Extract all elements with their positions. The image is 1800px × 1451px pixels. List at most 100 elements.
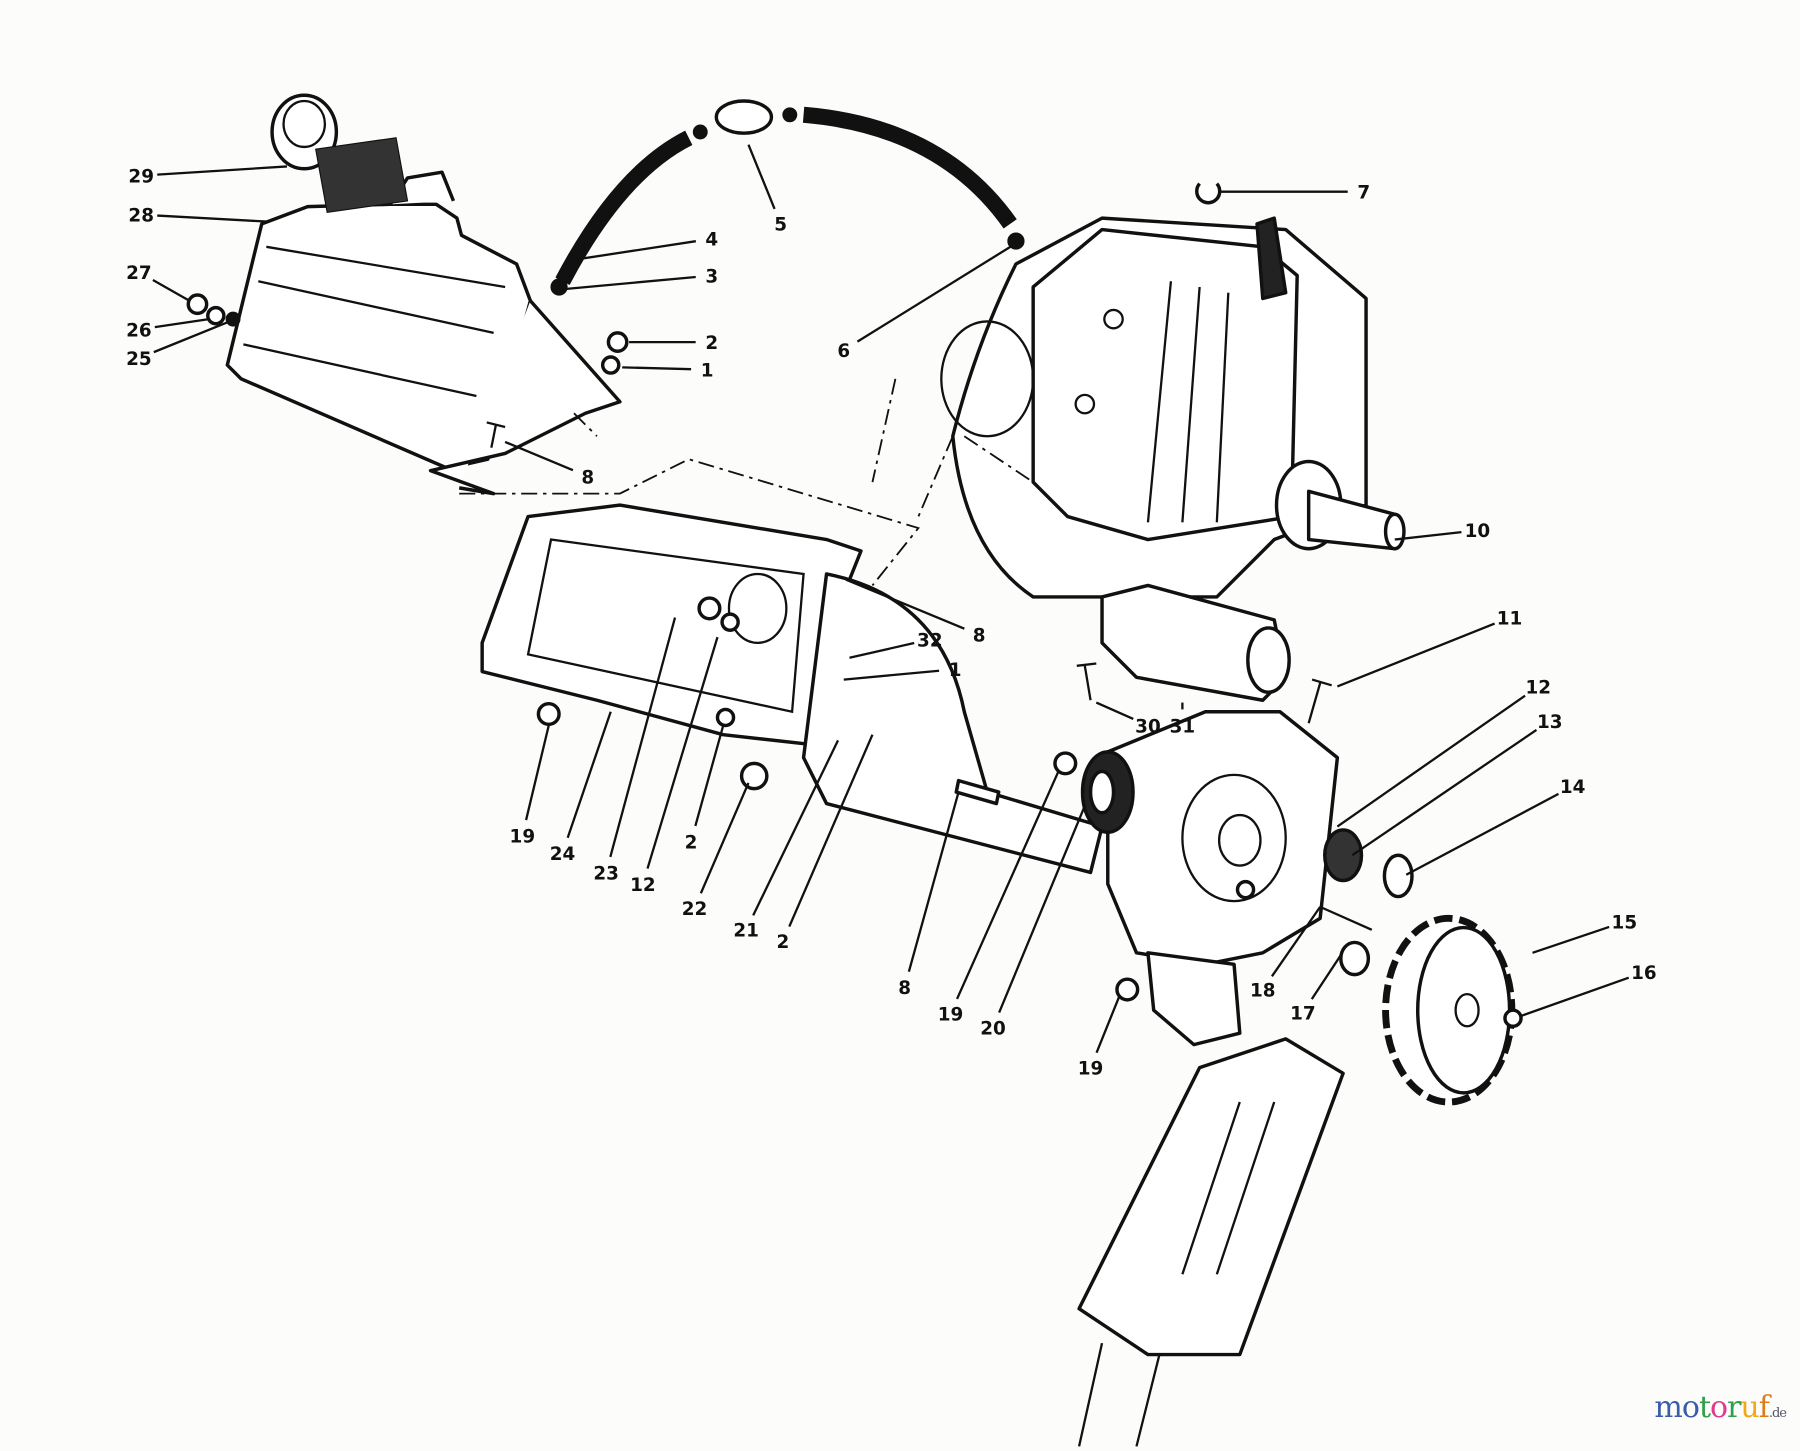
watermark-letter: o xyxy=(1681,1390,1700,1425)
leader-line xyxy=(1520,976,1630,1018)
assembly-line xyxy=(459,378,1034,587)
frame-housing xyxy=(480,503,1340,1047)
callout-label: 13 xyxy=(1537,712,1563,733)
callout-label: 24 xyxy=(550,844,576,865)
watermark-suffix: .de xyxy=(1768,1406,1787,1421)
grommet-25 xyxy=(225,311,241,327)
callout-label: 11 xyxy=(1497,608,1523,629)
leader-line xyxy=(609,617,677,858)
callout-label: 18 xyxy=(1250,980,1276,1001)
callout-label: 21 xyxy=(733,921,759,942)
leader-line xyxy=(1095,701,1134,721)
watermark-letter: u xyxy=(1740,1390,1759,1425)
leader-line xyxy=(856,242,1017,343)
leader-line xyxy=(849,641,915,659)
callout-label: 10 xyxy=(1465,521,1491,542)
leader-line xyxy=(562,275,696,291)
fuel-tank xyxy=(225,170,533,471)
bearing-13 xyxy=(1323,828,1364,883)
washer-12 xyxy=(1235,879,1256,900)
watermark-letter: m xyxy=(1654,1390,1682,1425)
leader-line xyxy=(1394,530,1462,541)
callout-label: 8 xyxy=(973,626,986,647)
leader-line xyxy=(752,739,840,916)
callout-label: 28 xyxy=(128,206,154,227)
callout-label: 1 xyxy=(949,660,962,681)
callout-label: 22 xyxy=(682,899,708,920)
leader-line xyxy=(154,317,210,329)
callout-label: 19 xyxy=(510,827,536,848)
leader-line xyxy=(788,734,874,928)
callout-label: 14 xyxy=(1560,777,1586,798)
leader-line xyxy=(956,770,1060,1000)
leader-line xyxy=(1532,925,1610,954)
callout-label: 31 xyxy=(1170,716,1196,737)
leader-line xyxy=(646,636,719,869)
starter-motor xyxy=(1100,583,1291,702)
callout-label: 2 xyxy=(705,333,718,354)
callout-label: 16 xyxy=(1631,963,1657,984)
callout-label: 3 xyxy=(705,266,718,287)
bushing-22 xyxy=(739,761,769,791)
screw-8 xyxy=(486,421,506,448)
callout-label: 29 xyxy=(128,167,154,188)
leader-line xyxy=(699,782,750,894)
callout-label: 30 xyxy=(1135,716,1161,737)
leader-line xyxy=(1351,728,1538,857)
leader-line xyxy=(1405,792,1560,876)
leader-line xyxy=(1336,622,1496,688)
watermark-letter: t xyxy=(1698,1390,1711,1425)
watermark-letter: r xyxy=(1727,1390,1741,1425)
callout-label: 1 xyxy=(701,361,714,382)
callout-label: 12 xyxy=(1525,677,1551,698)
nut-12 xyxy=(697,596,722,621)
leader-line xyxy=(622,366,692,371)
spacer-17 xyxy=(1339,940,1371,977)
fuel-cap xyxy=(270,93,409,214)
bolt-18 xyxy=(1319,905,1373,931)
watermark-logo: motoruf.de xyxy=(1654,1390,1787,1425)
watermark-letter: o xyxy=(1710,1390,1728,1425)
leader-line xyxy=(576,240,697,261)
nut-19c xyxy=(1115,977,1140,1002)
callout-label: 23 xyxy=(593,863,619,884)
leader-line xyxy=(1270,906,1322,977)
callout-label: 26 xyxy=(126,320,152,341)
wheel-15 xyxy=(1382,914,1516,1106)
bolt-11 xyxy=(1307,678,1332,724)
leader-line xyxy=(845,578,965,630)
callout-label: 12 xyxy=(630,875,656,896)
callout-label: 6 xyxy=(837,341,850,362)
watermark-letter: f xyxy=(1758,1390,1770,1425)
bolt-8 xyxy=(954,778,1001,806)
leader-line xyxy=(1310,954,1342,1000)
callout-label: 4 xyxy=(705,230,718,251)
leader-line xyxy=(907,791,960,973)
handle xyxy=(1077,1037,1345,1447)
leader-line xyxy=(998,805,1086,1014)
roller-20 xyxy=(1080,750,1135,834)
leader-line xyxy=(566,711,612,839)
callout-label: 32 xyxy=(917,630,943,651)
washer-26 xyxy=(206,305,226,326)
callout-label: 15 xyxy=(1612,913,1638,934)
clamp-2 xyxy=(606,331,629,353)
callout-label: 5 xyxy=(774,215,787,236)
hub-cap-16 xyxy=(1503,1008,1523,1028)
nut-19a xyxy=(536,701,561,727)
leader-line xyxy=(152,279,190,302)
callout-label: 20 xyxy=(980,1018,1006,1039)
callout-label: 7 xyxy=(1357,183,1370,204)
leader-line xyxy=(1095,995,1121,1054)
callout-label: 25 xyxy=(126,349,152,370)
washer-14 xyxy=(1382,853,1414,899)
leader-line xyxy=(157,165,288,176)
leader-line xyxy=(524,725,550,821)
callout-label: 19 xyxy=(1078,1058,1104,1079)
nut-27 xyxy=(186,293,209,316)
snap-ring-7 xyxy=(1195,182,1222,205)
leader-line xyxy=(694,725,725,827)
leader-line xyxy=(747,144,776,210)
clamp-1 xyxy=(600,355,621,375)
